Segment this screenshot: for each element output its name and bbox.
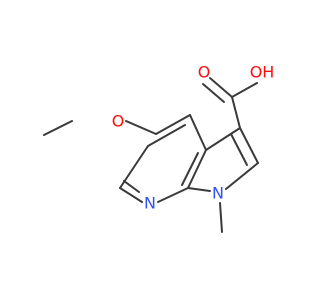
atom-nitrogen-pyrrole: N [212,184,224,203]
bonds [43,77,259,233]
atom-nitrogen-pyridine: N [144,194,156,213]
bond-oxygen-c5 [125,120,157,135]
bond-n1-methyl [219,202,223,233]
bond-c2-n1 [225,162,259,190]
bond-c3a-c3 [205,127,241,151]
bond-c7a-n7 [157,187,189,203]
bond-c3a-c7a-inner [181,152,199,186]
bond-c5-c4 [155,114,191,135]
bond-c3-c2 [239,127,259,164]
molecule-structure: O OH O N N [43,63,275,233]
bond-c3-c2-inner [230,133,248,166]
bond-n7-c6 [119,187,143,203]
bond-n1-c7a [187,187,211,192]
bond-c6-c5 [119,145,149,189]
atom-oxygen-carbonyl: O [198,63,211,82]
bond-c5-c4-inner [147,124,186,147]
bond-methyl-oxygen [43,120,73,136]
bond-c3-carboxyl [231,96,241,129]
bond-c3a-c7a [187,149,207,189]
atom-hydroxyl: OH [250,63,275,82]
bond-carboxyl-hydroxyl [231,82,258,98]
bond-n7-c6-inner [123,180,140,193]
atom-oxygen-methoxy: O [112,112,125,131]
bond-c4-c3a [189,114,207,151]
bond-carboxyl-oxygen-double-a [209,77,233,98]
atom-labels: O OH O N N [112,63,275,213]
structure-canvas: O OH O N N [43,63,275,233]
bond-carboxyl-oxygen-double-b [202,83,225,103]
